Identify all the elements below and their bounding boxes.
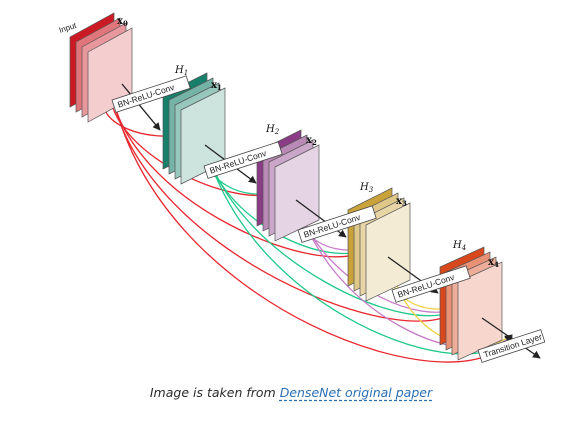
input-label: Input — [58, 21, 78, 35]
caption-prefix: Image is taken from — [149, 385, 280, 400]
feature-map-stack-x1 — [162, 72, 226, 185]
feature-map-stack-x2 — [256, 129, 320, 242]
x3-label: x3 — [396, 196, 407, 208]
forward-arrow-transition — [481, 317, 541, 359]
feature-map-3-3 — [365, 202, 411, 302]
forward-arrow-1 — [121, 83, 161, 131]
feature-map-2-3 — [274, 144, 320, 242]
image-caption: Image is taken from DenseNet original pa… — [0, 385, 582, 400]
h4-label: H4 — [452, 240, 466, 252]
skip-arrow-0-to-3 — [109, 81, 373, 258]
x0-label: x0 — [117, 16, 128, 28]
h3-label: H3 — [359, 182, 374, 194]
h2-label: H2 — [265, 124, 280, 136]
x4-label: x4 — [488, 257, 499, 269]
x1-label: x1 — [211, 80, 222, 92]
x2-label: x2 — [306, 135, 317, 147]
skip-arrow-0-to-4 — [109, 81, 463, 322]
h1-label: H1 — [174, 65, 188, 77]
densenet-paper-link[interactable]: DenseNet original paper — [279, 385, 433, 400]
feature-map-4-3 — [457, 261, 503, 361]
skip-arrow-0-to-5 — [109, 81, 513, 363]
skip-arrow-1-to-4 — [203, 139, 463, 317]
